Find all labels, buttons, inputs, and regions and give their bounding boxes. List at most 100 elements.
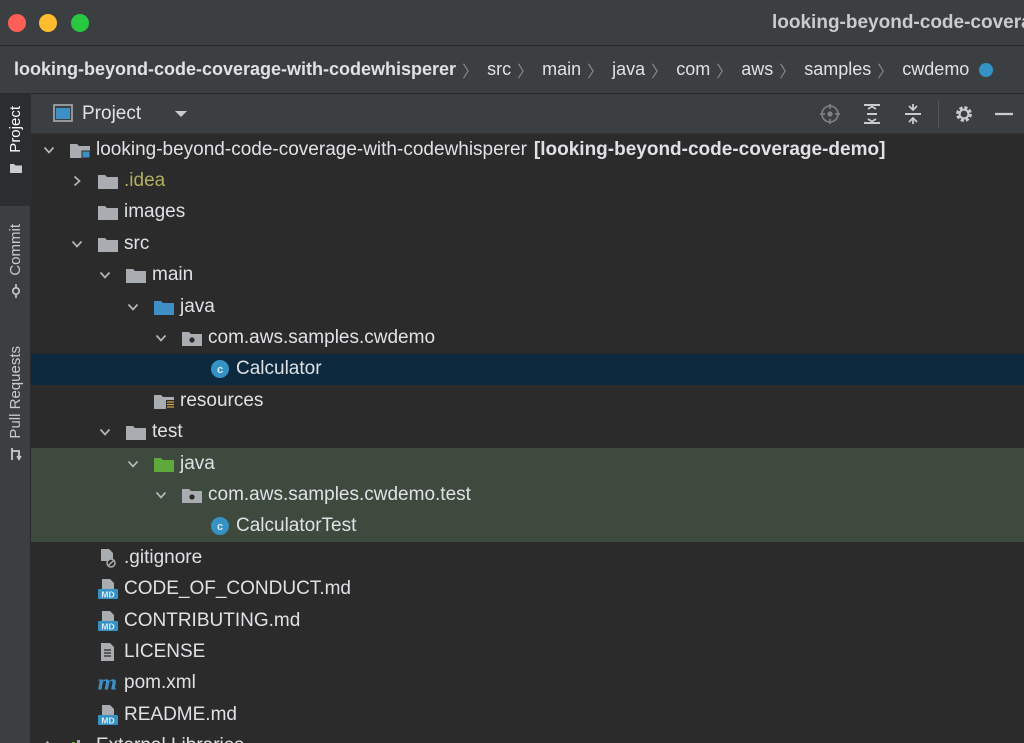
- hide-icon[interactable]: [993, 103, 1015, 125]
- package-icon: [181, 485, 203, 505]
- tree-node[interactable]: .idea: [31, 165, 1024, 196]
- pull-request-icon: [10, 447, 22, 461]
- tree-node[interactable]: resources: [31, 385, 1024, 416]
- breadcrumb-item[interactable]: main: [542, 59, 582, 79]
- tree-node-label: test: [152, 421, 183, 443]
- module-folder-icon: [69, 140, 91, 160]
- project-panel-header: Project: [31, 94, 1024, 134]
- tool-window-strip: Project Commit Pull Requests: [0, 94, 31, 743]
- project-tree: looking-beyond-code-coverage-with-codewh…: [31, 134, 1024, 743]
- minimize-window-button[interactable]: [39, 14, 57, 32]
- tree-node-label: com.aws.samples.cwdemo.test: [208, 484, 471, 506]
- zoom-window-button[interactable]: [71, 14, 89, 32]
- tree-node-label: pom.xml: [124, 672, 196, 694]
- locate-icon[interactable]: [819, 103, 841, 125]
- test-folder-icon: [153, 454, 175, 474]
- markdown-file-icon: MD: [97, 704, 119, 725]
- tree-node-label: CalculatorTest: [236, 515, 357, 537]
- chevron-down-icon[interactable]: [97, 424, 113, 440]
- chevron-right-icon[interactable]: [69, 173, 85, 189]
- chevron-down-icon[interactable]: [173, 106, 189, 122]
- tree-node[interactable]: looking-beyond-code-coverage-with-codewh…: [31, 134, 1024, 165]
- tree-node-label: looking-beyond-code-coverage-with-codewh…: [96, 138, 527, 160]
- breadcrumb-separator: 〉: [779, 63, 796, 81]
- chevron-down-icon[interactable]: [153, 487, 169, 503]
- chevron-down-icon[interactable]: [97, 267, 113, 283]
- close-window-button[interactable]: [8, 14, 26, 32]
- libraries-icon: [69, 736, 91, 743]
- tree-node-label: External Libraries: [96, 735, 244, 743]
- tree-node-label: com.aws.samples.cwdemo: [208, 327, 436, 349]
- tree-node[interactable]: External Libraries: [31, 731, 1024, 743]
- tree-node[interactable]: java: [31, 448, 1024, 480]
- folder-icon: [97, 171, 119, 191]
- chevron-down-icon[interactable]: [153, 330, 169, 346]
- panel-title: Project: [82, 103, 142, 124]
- tree-spacer: [125, 393, 141, 409]
- project-window-icon: [53, 104, 73, 122]
- chevron-right-icon[interactable]: [41, 738, 57, 743]
- tree-node-label: java: [180, 295, 215, 317]
- tree-node[interactable]: main: [31, 260, 1024, 291]
- tree-node-label: src: [124, 232, 150, 254]
- breadcrumb-item[interactable]: aws: [741, 59, 774, 79]
- breadcrumb-item[interactable]: samples: [804, 59, 872, 79]
- breadcrumb-item[interactable]: java: [612, 59, 646, 79]
- breadcrumb-item[interactable]: cwdemo: [902, 59, 970, 79]
- tree-node[interactable]: com.aws.samples.cwdemo: [31, 322, 1024, 353]
- expand-all-icon[interactable]: [861, 103, 883, 125]
- text-file-icon: [97, 642, 119, 662]
- tree-node[interactable]: com.aws.samples.cwdemo.test: [31, 479, 1024, 511]
- resources-folder-icon: [153, 391, 175, 411]
- source-folder-icon: [153, 297, 175, 317]
- breadcrumb-separator: 〉: [716, 63, 733, 81]
- tree-node[interactable]: c CalculatorTest: [31, 510, 1024, 543]
- tree-spacer: [69, 550, 85, 566]
- tree-spacer: [69, 675, 85, 691]
- folder-icon: [97, 234, 119, 254]
- tree-node[interactable]: java: [31, 291, 1024, 322]
- folder-icon: [9, 163, 22, 173]
- java-class-icon: c: [209, 516, 231, 536]
- tree-node-label: LICENSE: [124, 641, 206, 663]
- tree-node-label: README.md: [124, 703, 237, 725]
- tree-spacer: [69, 644, 85, 660]
- chevron-down-icon[interactable]: [69, 236, 85, 252]
- tree-node-label: images: [124, 201, 186, 223]
- tree-node-label: .idea: [124, 170, 166, 192]
- gear-icon[interactable]: [953, 103, 975, 125]
- svg-text:c: c: [217, 364, 223, 376]
- tool-tab-pull-requests[interactable]: Pull Requests: [0, 342, 31, 492]
- java-class-icon: c: [209, 359, 231, 379]
- window-title: looking-beyond-code-coverage-with-codewh…: [772, 12, 1024, 33]
- tree-node[interactable]: src: [31, 228, 1024, 259]
- tool-tab-project[interactable]: Project: [0, 94, 31, 206]
- tree-node[interactable]: .gitignore: [31, 542, 1024, 573]
- chevron-down-icon[interactable]: [125, 299, 141, 315]
- tree-node-label: .gitignore: [124, 546, 203, 568]
- tree-spacer: [181, 361, 197, 377]
- tree-node[interactable]: images: [31, 197, 1024, 228]
- class-icon[interactable]: [979, 62, 994, 77]
- markdown-file-icon: MD: [97, 610, 119, 631]
- breadcrumb: looking-beyond-code-coverage-with-codewh…: [0, 46, 1024, 94]
- tool-tab-commit[interactable]: Commit: [0, 218, 31, 314]
- svg-text:MD: MD: [101, 590, 114, 600]
- breadcrumb-item[interactable]: com: [676, 59, 711, 79]
- chevron-down-icon[interactable]: [41, 142, 57, 158]
- toolbar-separator: [938, 100, 939, 128]
- svg-text:c: c: [217, 521, 223, 533]
- breadcrumb-separator: 〉: [517, 63, 534, 81]
- tree-node[interactable]: test: [31, 417, 1024, 448]
- collapse-all-icon[interactable]: [902, 103, 924, 125]
- tree-node[interactable]: LICENSE: [31, 636, 1024, 667]
- chevron-down-icon[interactable]: [125, 456, 141, 472]
- breadcrumb-item[interactable]: src: [487, 59, 512, 79]
- breadcrumb-item[interactable]: looking-beyond-code-coverage-with-codewh…: [14, 59, 457, 79]
